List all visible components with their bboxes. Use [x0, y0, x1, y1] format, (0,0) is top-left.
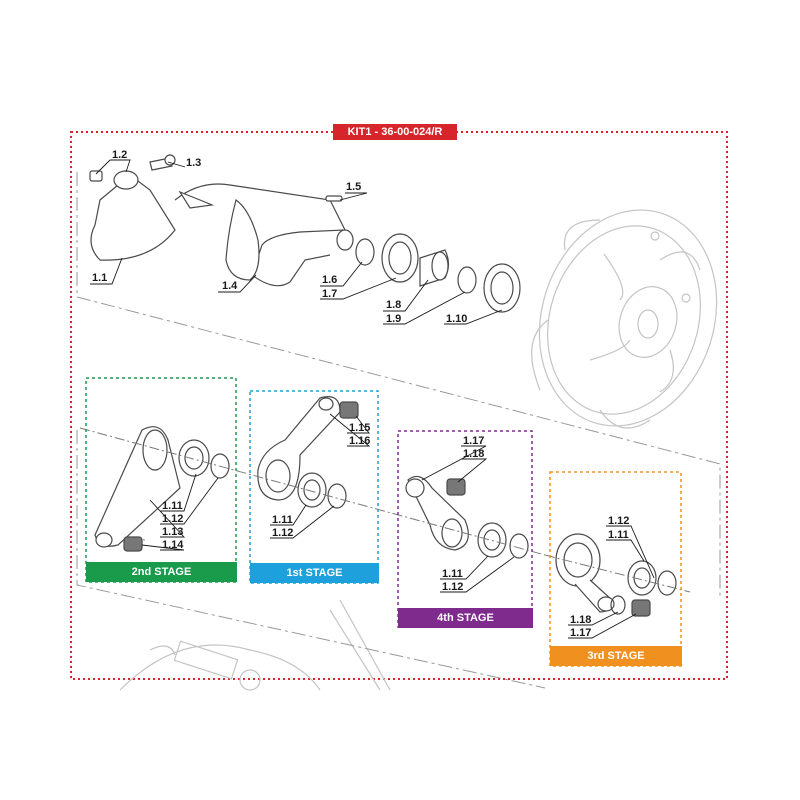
part-label-4th-1-12: 1.12 — [442, 581, 464, 593]
stage-badge-1st: 1st STAGE — [250, 563, 379, 583]
part-label-1-8: 1.8 — [386, 299, 402, 311]
part-label-1st-1-12: 1.12 — [272, 527, 294, 539]
leader-lines — [90, 159, 655, 639]
part-label-1st-1-16: 1.16 — [349, 435, 371, 447]
part-label-2nd-1-14: 1.14 — [162, 539, 184, 551]
part-label-3rd-1-12: 1.12 — [608, 515, 630, 527]
frame-2nd-stage — [85, 377, 237, 583]
rod-1st-stage — [257, 396, 359, 509]
part-label-1-4: 1.4 — [222, 280, 238, 292]
assembly-plane-lines — [76, 172, 721, 689]
part-label-1-10: 1.10 — [446, 313, 468, 325]
part-label-2nd-1-11: 1.11 — [162, 500, 183, 512]
rod-3rd-stage — [555, 533, 677, 617]
rod-2nd-stage — [94, 426, 230, 552]
frame-1st-stage — [249, 390, 379, 584]
crankshaft-assembly — [89, 154, 521, 313]
stage-badge-3rd: 3rd STAGE — [550, 646, 682, 666]
stage-badge-2nd: 2nd STAGE — [86, 562, 237, 582]
part-label-1-7: 1.7 — [322, 288, 338, 300]
part-label-4th-1-18: 1.18 — [463, 448, 485, 460]
part-label-4th-1-17: 1.17 — [463, 435, 485, 447]
frame-3rd-stage — [549, 471, 682, 667]
part-label-3rd-1-11: 1.11 — [608, 529, 629, 541]
kit-frame — [70, 131, 728, 680]
kit-title-badge: KIT1 - 36-00-024/R — [333, 124, 457, 140]
part-label-1-9: 1.9 — [386, 313, 402, 325]
part-label-1-1: 1.1 — [92, 272, 108, 284]
part-label-1-3: 1.3 — [186, 157, 202, 169]
axis-lines — [79, 427, 691, 593]
stage-badge-4th: 4th STAGE — [398, 608, 533, 628]
part-label-2nd-1-13: 1.13 — [162, 526, 184, 538]
part-label-3rd-1-17: 1.17 — [570, 627, 592, 639]
part-label-1-6: 1.6 — [322, 274, 338, 286]
flywheel-drawing — [531, 209, 718, 429]
part-label-1st-1-15: 1.15 — [349, 422, 371, 434]
part-label-1-2: 1.2 — [112, 149, 128, 161]
part-label-3rd-1-18: 1.18 — [570, 614, 592, 626]
part-label-4th-1-11: 1.11 — [442, 568, 463, 580]
part-label-1st-1-11: 1.11 — [272, 514, 293, 526]
part-label-1-5: 1.5 — [346, 181, 362, 193]
pump-housing-drawing — [119, 599, 391, 691]
part-label-2nd-1-12: 1.12 — [162, 513, 184, 525]
rod-4th-stage — [405, 475, 529, 559]
